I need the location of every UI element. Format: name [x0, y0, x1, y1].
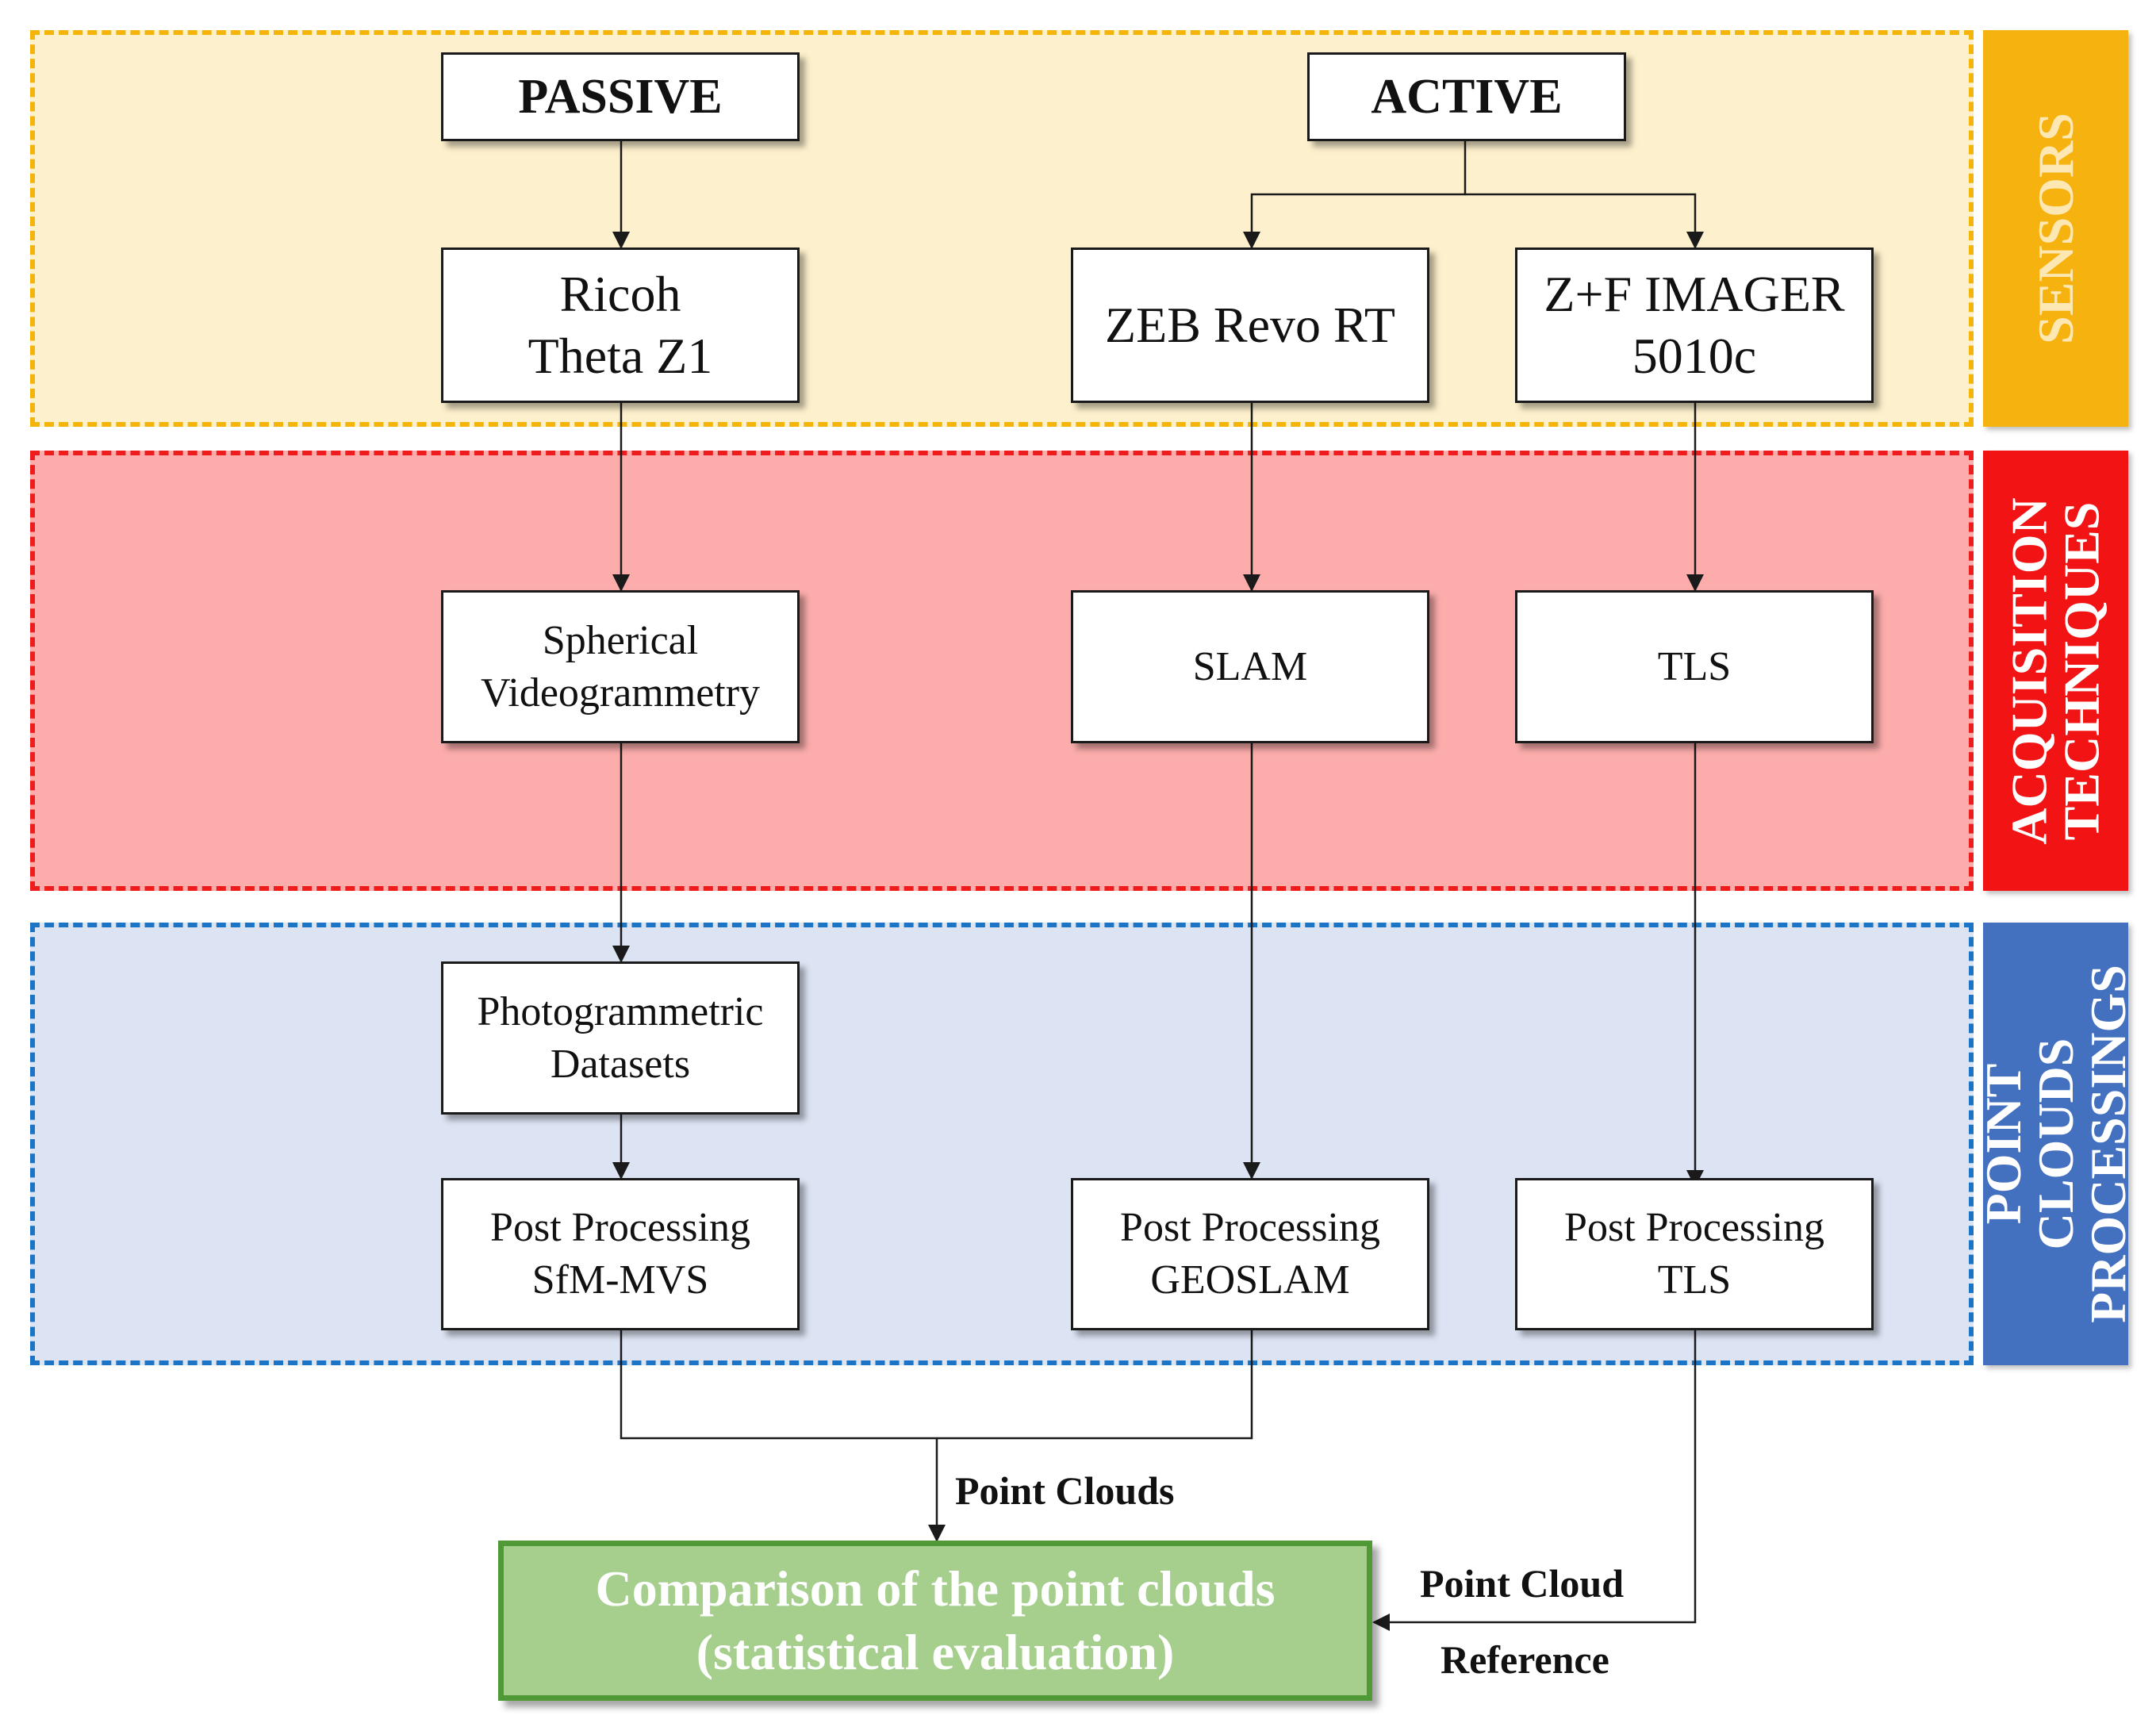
node-tls: TLS	[1515, 590, 1874, 743]
label-point-cloud: Point Cloud	[1420, 1561, 1625, 1606]
sensors-band-label: SENSORS	[1983, 30, 2128, 427]
node-zf-imager: Z+F IMAGER 5010c	[1515, 248, 1874, 403]
node-comparison: Comparison of the point clouds (statisti…	[498, 1541, 1372, 1701]
node-spherical-videogrammetry: Spherical Videogrammetry	[441, 590, 800, 743]
edge-pptls-comparison	[1372, 1330, 1697, 1631]
node-post-processing-tls: Post Processing TLS	[1515, 1178, 1874, 1330]
node-ricoh-theta-z1: Ricoh Theta Z1	[441, 248, 800, 403]
node-zeb-revo-rt: ZEB Revo RT	[1071, 248, 1429, 403]
node-post-processing-geoslam: Post Processing GEOSLAM	[1071, 1178, 1429, 1330]
edge-active-zf	[1465, 193, 1704, 249]
node-passive: PASSIVE	[441, 52, 800, 141]
node-slam: SLAM	[1071, 590, 1429, 743]
label-reference: Reference	[1441, 1637, 1609, 1682]
acquisition-band-label: ACQUISITION TECHNIQUES	[1983, 451, 2128, 891]
node-active: ACTIVE	[1307, 52, 1626, 141]
node-post-processing-sfm-mvs: Post Processing SfM-MVS	[441, 1178, 800, 1330]
node-photogrammetric-datasets: Photogrammetric Datasets	[441, 961, 800, 1115]
label-point-clouds: Point Clouds	[955, 1468, 1175, 1513]
edge-active-split	[1243, 141, 1467, 249]
processing-band-label: POINT CLOUDS PROCESSINGS	[1975, 923, 2136, 1365]
edge-ppsfm-merge	[620, 1330, 1253, 1440]
